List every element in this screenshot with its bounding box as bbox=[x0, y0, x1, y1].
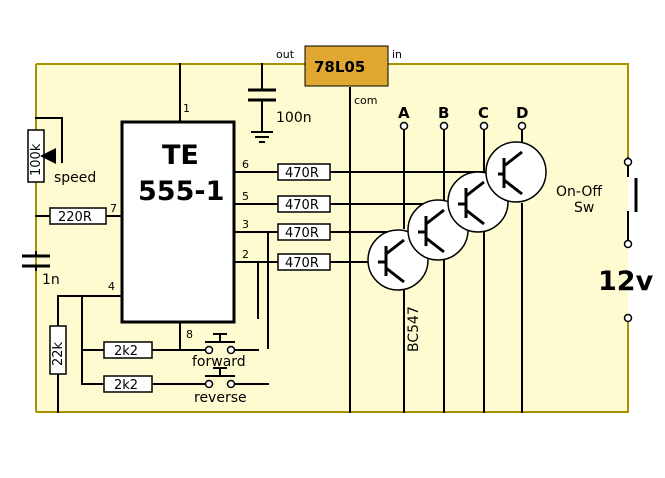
pin8-wire bbox=[179, 321, 206, 351]
forward-actuator bbox=[205, 333, 235, 343]
resistor-220r bbox=[49, 207, 107, 225]
switch-label-line2: Sw bbox=[574, 200, 594, 216]
regulator-label: 78L05 bbox=[314, 58, 365, 76]
regulator-com-label: com bbox=[354, 94, 378, 107]
reverse-contact-right bbox=[226, 379, 236, 389]
output-d-terminal bbox=[517, 121, 527, 131]
supply-terminal bbox=[623, 313, 633, 323]
emitter-wires bbox=[403, 203, 523, 413]
regulator-body bbox=[304, 45, 389, 87]
regulator-in-label: in bbox=[392, 48, 402, 61]
power-switch: On-Off Sw bbox=[556, 157, 638, 249]
pin-5-label: 5 bbox=[242, 190, 249, 203]
switch-contact-bottom bbox=[623, 239, 633, 249]
resistors: 100k speed 220R 22k 2k2 2k2 470R 470R 47… bbox=[27, 129, 331, 393]
transistor-d bbox=[485, 141, 547, 203]
switch-label-line1: On-Off bbox=[556, 184, 602, 200]
output-a-label: A bbox=[398, 104, 410, 122]
resistor-2k2-reverse bbox=[103, 375, 153, 393]
pin-8-label: 8 bbox=[186, 328, 193, 341]
cap-1n-label: 1n bbox=[42, 272, 60, 288]
output-d-label: D bbox=[516, 104, 528, 122]
ic-label-line1: TE bbox=[162, 140, 199, 171]
power-rails bbox=[35, 63, 629, 413]
resistor-220r-label: 220R bbox=[58, 210, 92, 225]
resistor-470r-1-label: 470R bbox=[285, 166, 319, 181]
transistor-d-body bbox=[485, 141, 547, 203]
cap-100n-label: 100n bbox=[276, 110, 312, 126]
forward-label: forward bbox=[192, 354, 246, 370]
output-c-terminal bbox=[479, 121, 489, 131]
cap-100n-wire bbox=[251, 63, 273, 143]
resistor-470r-3-label: 470R bbox=[285, 226, 319, 241]
resistor-2k2-forward-label: 2k2 bbox=[114, 344, 138, 359]
transistor-a-leads bbox=[378, 238, 405, 284]
output-b-label: B bbox=[438, 104, 449, 122]
resistor-470r-4-label: 470R bbox=[285, 256, 319, 271]
pin4-wire bbox=[57, 295, 123, 385]
resistor-100k-label: 100k bbox=[29, 143, 44, 176]
ic-555: TE 555-1 1 6 5 3 2 7 4 8 bbox=[108, 102, 249, 341]
resistor-22k-label: 22k bbox=[51, 341, 66, 366]
collector-wires bbox=[403, 125, 523, 229]
capacitor-1n: 1n bbox=[22, 251, 60, 288]
reverse-actuator bbox=[205, 367, 235, 377]
transistor-type-label: BC547 bbox=[406, 306, 422, 352]
ic-pin-wires bbox=[233, 171, 499, 263]
transistor-b-leads bbox=[418, 208, 445, 254]
pin-7-label: 7 bbox=[110, 202, 117, 215]
reverse-contact-left bbox=[204, 379, 214, 389]
supply: 12v bbox=[598, 266, 654, 323]
top-rail bbox=[36, 63, 629, 158]
resistor-22k bbox=[49, 325, 67, 375]
transistor-d-leads bbox=[498, 150, 523, 196]
bottom-rail bbox=[36, 318, 629, 413]
forward-contact-right bbox=[226, 345, 236, 355]
capacitor-100n: 100n bbox=[248, 88, 312, 126]
pin-6-label: 6 bbox=[242, 158, 249, 171]
ic-label-line2: 555-1 bbox=[138, 176, 224, 207]
switch-contact-top bbox=[623, 157, 633, 167]
output-terminals: A B C D bbox=[398, 104, 528, 131]
supply-voltage-label: 12v bbox=[598, 266, 654, 297]
resistor-2k2-forward bbox=[103, 341, 153, 359]
resistor-470r-3 bbox=[277, 223, 331, 241]
resistor-470r-2-label: 470R bbox=[285, 198, 319, 213]
reverse-label: reverse bbox=[194, 390, 247, 406]
ic-body bbox=[120, 120, 236, 324]
pin-3-label: 3 bbox=[242, 218, 249, 231]
transistor-array: BC547 bbox=[367, 141, 547, 352]
pin-1-label: 1 bbox=[183, 102, 190, 115]
output-c-label: C bbox=[478, 104, 489, 122]
forward-contact-left bbox=[204, 345, 214, 355]
voltage-regulator: 78L05 out in com bbox=[276, 45, 402, 107]
speed-label: speed bbox=[54, 170, 96, 186]
pin-4-label: 4 bbox=[108, 280, 115, 293]
resistor-470r-4 bbox=[277, 253, 331, 271]
switch-wires bbox=[81, 349, 269, 385]
timing-wire bbox=[35, 117, 123, 217]
pushbuttons: forward reverse bbox=[192, 333, 247, 406]
output-a-terminal bbox=[399, 121, 409, 131]
regulator-out-label: out bbox=[276, 48, 295, 61]
resistor-470r-2 bbox=[277, 195, 331, 213]
pin-2-label: 2 bbox=[242, 248, 249, 261]
output-b-terminal bbox=[439, 121, 449, 131]
transistor-c-leads bbox=[458, 180, 485, 226]
resistor-2k2-reverse-label: 2k2 bbox=[114, 378, 138, 393]
resistor-470r-1 bbox=[277, 163, 331, 181]
wiring bbox=[35, 63, 629, 413]
